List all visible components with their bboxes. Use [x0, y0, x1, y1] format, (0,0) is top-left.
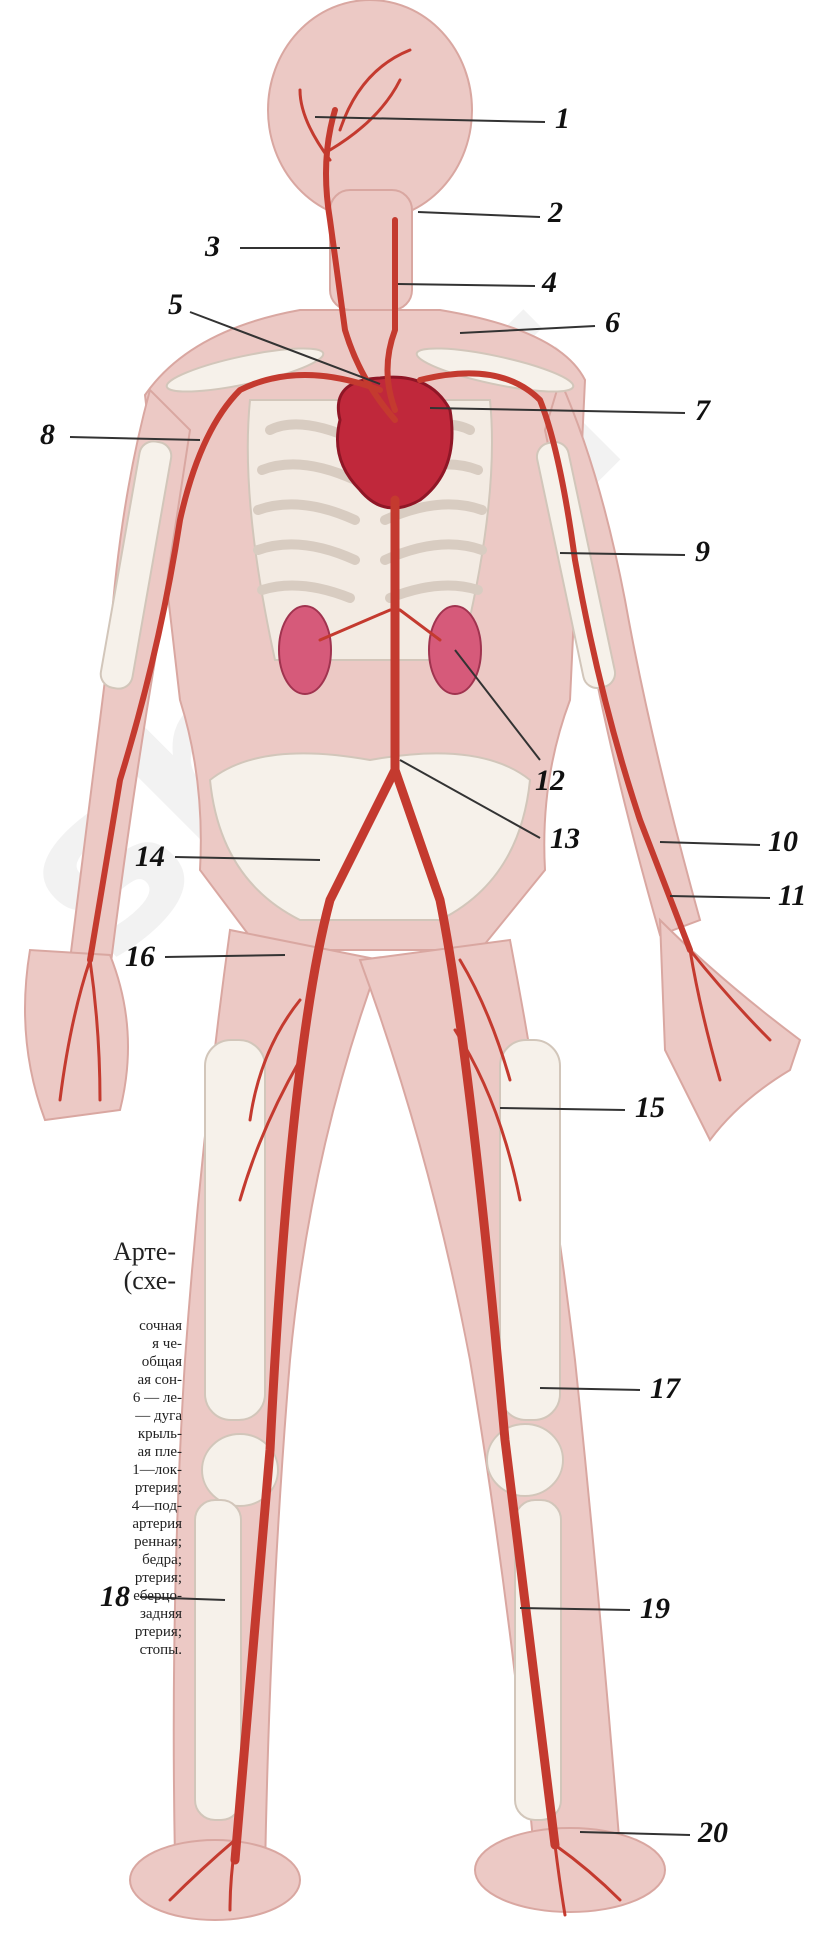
label-19: 19	[640, 1594, 670, 1624]
label-6: 6	[605, 308, 620, 338]
label-11: 11	[778, 881, 806, 911]
label-12: 12	[535, 766, 565, 796]
label-1: 1	[555, 104, 570, 134]
label-2: 2	[548, 198, 563, 228]
label-4: 4	[542, 268, 557, 298]
label-10: 10	[768, 827, 798, 857]
label-7: 7	[695, 396, 710, 426]
label-14: 14	[135, 842, 165, 872]
caption-title: Арте- (схе-	[4, 1238, 176, 1295]
caption-body: сочная я че- общая ая сон- 6 — ле- — дуг…	[4, 1317, 182, 1659]
label-8: 8	[40, 420, 55, 450]
left-kidney	[279, 606, 331, 694]
label-5: 5	[168, 290, 183, 320]
label-16: 16	[125, 942, 155, 972]
label-17: 17	[650, 1374, 680, 1404]
label-3: 3	[205, 232, 220, 262]
label-20: 20	[698, 1818, 728, 1848]
label-15: 15	[635, 1093, 665, 1123]
label-9: 9	[695, 537, 710, 567]
label-13: 13	[550, 824, 580, 854]
figure-caption: Арте- (схе- сочная я че- общая ая сон- 6…	[4, 1238, 214, 1659]
